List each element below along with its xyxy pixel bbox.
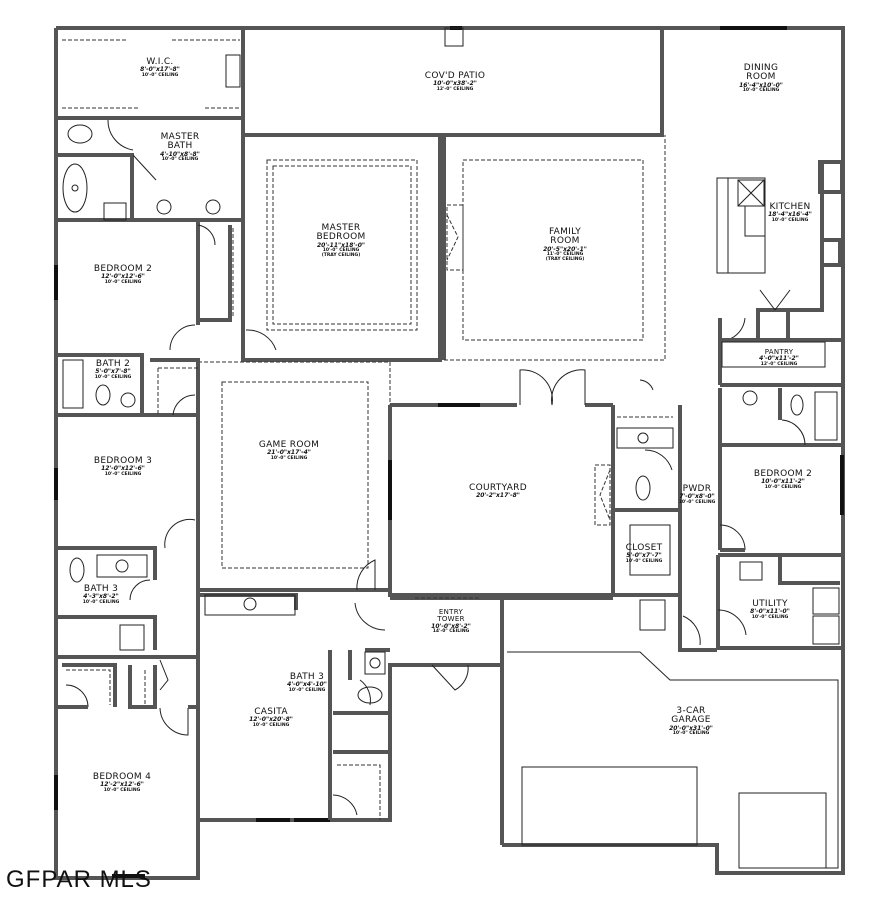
kitchen-area [716,160,844,385]
room-label-kitchen: KITCHEN 18'-4"x16'-4" 10'-0" CEILING [768,202,812,223]
room-label-closet: CLOSET 5'-0"x7'-7" 10'-0" CEILING [625,543,663,564]
room-label-covd-patio: COV'D PATIO 10'-0"x38'-2" 12'-0" CEILING [424,71,486,92]
room-label-wic: W.I.C. 8'-0"x17'-8" 10'-0" CEILING [140,57,180,78]
right-bath-area [718,388,844,552]
room-label-bath-3-left: BATH 3 4'-3"x8'-2" 10'-0" CEILING [82,584,120,605]
room-label-master-bath: MASTER BATH 4'-10"x8'-8" 10'-0" CEILING [160,132,200,163]
room-label-bedroom-2-left: BEDROOM 2 12'-0"x12'-6" 10'-0" CEILING [93,264,153,285]
casita-area [198,593,390,820]
wic-area [58,39,243,120]
left-wing [58,220,234,820]
utility-area [682,553,843,650]
room-label-pwdr: PWDR 7'-0"x8'-0" 10'-0" CEILING [678,484,716,505]
room-label-utility: UTILITY 8'-0"x11'-0" 10'-0" CEILING [750,599,790,620]
room-label-entry-tower: ENTRY TOWER 10'-0"x8'-2" 14'-0" CEILING [431,608,471,634]
master-bath-area [58,119,243,222]
pantry-area [720,338,843,387]
room-label-bedroom-3: BEDROOM 3 12'-0"x12'-6" 10'-0" CEILING [93,456,153,477]
covd-patio-area [241,27,664,137]
room-label-bedroom-2-right: BEDROOM 2 10'-0"x11'-2" 10'-0" CEILING [753,469,813,490]
game-room-area [196,360,391,592]
family-room-area [442,135,666,361]
mls-watermark: GFPAR MLS [6,866,152,893]
room-label-game-room: GAME ROOM 21'-0"x17'-4" 10'-0" CEILING [258,440,320,461]
powder-closet-area [611,379,717,652]
room-label-master-bedroom: MASTER BEDROOM 20'-11"x18'-0" 10'-0" CEI… [316,223,366,258]
master-bedroom-area [241,135,442,362]
garage-area [502,596,839,869]
courtyard-area [388,369,613,597]
room-label-casita: CASITA 12'-0"x20'-8" 10'-0" CEILING [249,707,293,728]
room-label-bedroom-4: BEDROOM 4 12'-2"x12'-6" 10'-0" CEILING [92,772,152,793]
room-label-bath-2: BATH 2 5'-0"x7'-8" 10'-0" CEILING [94,359,132,380]
room-label-courtyard: COURTYARD 20'-2"x17'-8" [469,483,527,500]
room-label-dining-room: DINING ROOM 16'-4"x10'-0" 10'-0" CEILING [739,63,783,94]
room-label-bath-3-casita: BATH 3 4'-0"x4'-10" 10'-0" CEILING [287,672,327,693]
room-label-family-room: FAMILY ROOM 20'-5"x20'-1" 11'-0" CEILING… [543,227,587,262]
room-label-pantry: PANTRY 4'-0"x11'-2" 12'-0" CEILING [759,348,799,367]
room-label-garage: 3-CAR GARAGE 20'-0"x31'-0" 10'-0" CEILIN… [669,706,713,737]
